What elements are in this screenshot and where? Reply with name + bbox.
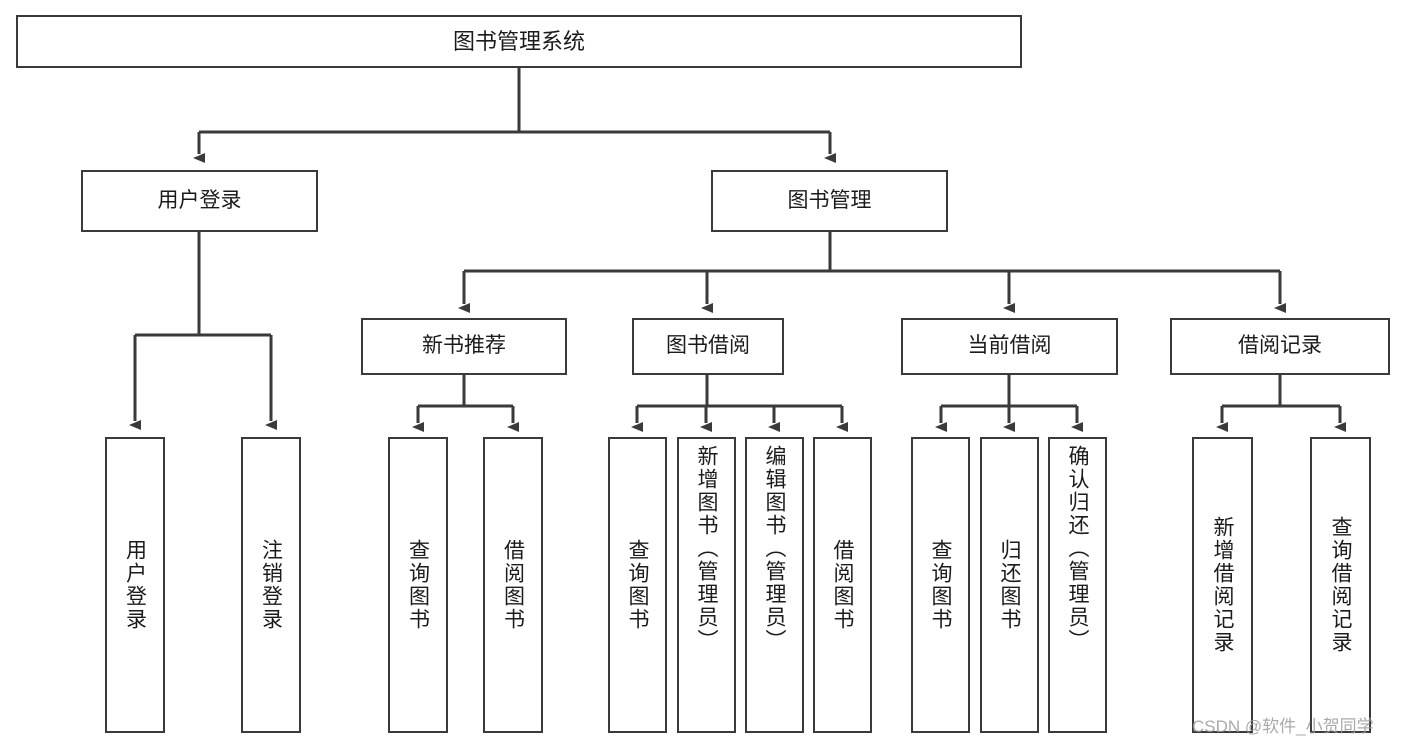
leaf-confirm-return-admin[interactable]: 确认归还（管理员） bbox=[1048, 437, 1107, 733]
node-current-borrowing[interactable]: 当前借阅 bbox=[901, 318, 1118, 375]
node-label: 新增借阅记录 bbox=[1211, 516, 1234, 654]
node-label: 编辑图书（管理员） bbox=[763, 445, 786, 652]
leaf-user-login[interactable]: 用户登录 bbox=[105, 437, 165, 733]
node-label: 用户登录 bbox=[157, 188, 242, 212]
leaf-edit-book-admin[interactable]: 编辑图书（管理员） bbox=[745, 437, 804, 733]
leaf-query-book-borrowing[interactable]: 查询图书 bbox=[608, 437, 667, 733]
watermark-text: CSDN @软件_小贺同学 bbox=[1192, 717, 1374, 736]
node-label: 借阅图书 bbox=[501, 539, 525, 631]
node-label: 当前借阅 bbox=[967, 334, 1052, 358]
node-borrowing-record[interactable]: 借阅记录 bbox=[1170, 318, 1390, 375]
node-label: 图书借阅 bbox=[666, 334, 750, 358]
leaf-logout[interactable]: 注销登录 bbox=[241, 437, 301, 733]
node-label: 确认归还（管理员） bbox=[1066, 445, 1089, 652]
leaf-return-book[interactable]: 归还图书 bbox=[980, 437, 1039, 733]
node-label: 查询图书 bbox=[406, 539, 430, 631]
node-label: 查询图书 bbox=[929, 539, 952, 631]
node-label: 新增图书（管理员） bbox=[695, 445, 718, 652]
node-label: 图书管理 bbox=[787, 188, 872, 212]
node-label: 用户登录 bbox=[123, 539, 147, 631]
leaf-borrow-book-borrowing[interactable]: 借阅图书 bbox=[813, 437, 872, 733]
leaf-query-borrow-record[interactable]: 查询借阅记录 bbox=[1310, 437, 1371, 733]
node-label: 新书推荐 bbox=[422, 334, 506, 358]
node-label: 借阅图书 bbox=[831, 539, 854, 631]
leaf-query-book-new-book[interactable]: 查询图书 bbox=[388, 437, 448, 733]
node-label: 查询图书 bbox=[626, 539, 649, 631]
node-label: 归还图书 bbox=[998, 539, 1021, 631]
node-new-book-recommendation[interactable]: 新书推荐 bbox=[361, 318, 567, 375]
leaf-query-book-current[interactable]: 查询图书 bbox=[911, 437, 970, 733]
leaf-add-book-admin[interactable]: 新增图书（管理员） bbox=[677, 437, 736, 733]
node-label: 注销登录 bbox=[259, 539, 283, 631]
leaf-borrow-book-new-book[interactable]: 借阅图书 bbox=[483, 437, 543, 733]
node-label: 借阅记录 bbox=[1238, 334, 1322, 358]
node-user-login[interactable]: 用户登录 bbox=[81, 170, 318, 232]
node-root-book-management-system[interactable]: 图书管理系统 bbox=[16, 15, 1022, 68]
node-label: 图书管理系统 bbox=[452, 28, 585, 54]
leaf-add-borrow-record[interactable]: 新增借阅记录 bbox=[1192, 437, 1253, 733]
node-label: 查询借阅记录 bbox=[1329, 516, 1352, 654]
node-book-management[interactable]: 图书管理 bbox=[711, 170, 948, 232]
node-book-borrowing[interactable]: 图书借阅 bbox=[632, 318, 784, 375]
